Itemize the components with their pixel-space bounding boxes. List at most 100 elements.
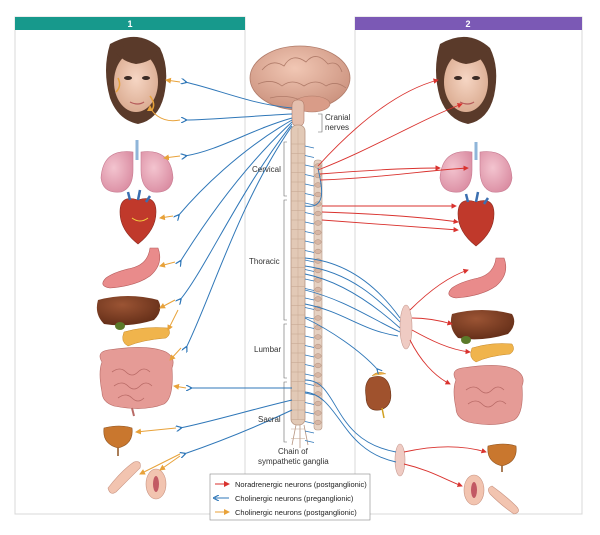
- legend-item-cholinergic-post: Cholinergic neurons (postganglionic): [215, 508, 357, 517]
- spinal-rootlet: [304, 145, 315, 149]
- legend-label-noradrenergic: Noradrenergic neurons (postganglionic): [235, 480, 367, 489]
- spinal-rootlet: [304, 250, 315, 253]
- spinal-rootlet: [304, 307, 315, 310]
- spinal-rootlet: [304, 421, 315, 424]
- sympathetic-ganglion: [314, 419, 322, 426]
- spinal-rootlet: [304, 392, 315, 396]
- sympathetic-ganglion: [314, 381, 322, 388]
- sympathetic-ganglion: [314, 191, 322, 198]
- panel-left-number: 1: [127, 19, 132, 29]
- sympathetic-postganglionic-nerves: [317, 78, 487, 487]
- sympathetic-ganglion: [314, 210, 322, 217]
- spinal-rootlet: [304, 212, 315, 215]
- spinal-rootlet: [304, 269, 315, 272]
- spinal-rootlet: [304, 354, 315, 358]
- spinal-rootlet: [304, 440, 315, 443]
- spinal-rootlet: [304, 364, 315, 367]
- sympathetic-ganglion: [314, 353, 322, 359]
- legend-item-noradrenergic: Noradrenergic neurons (postganglionic): [215, 480, 367, 489]
- label-cranial-nerves-1: Cranial: [325, 113, 351, 122]
- spinal-rootlet: [304, 297, 315, 301]
- panel-right-header: [355, 17, 582, 30]
- spinal-rootlet: [304, 335, 315, 339]
- spinal-rootlet: [304, 193, 315, 196]
- brain-illustration: [249, 45, 351, 127]
- spinal-rootlet: [304, 326, 315, 329]
- spinal-rootlet: [304, 383, 315, 386]
- sympathetic-ganglion: [314, 372, 322, 378]
- collateral-ganglia: [394, 304, 413, 477]
- legend-label-cholinergic-post: Cholinergic neurons (postganglionic): [235, 508, 357, 517]
- segment-brackets: [283, 113, 323, 443]
- face-left: [106, 36, 167, 125]
- sympathetic-ganglion: [314, 286, 322, 293]
- sympathetic-ganglion: [314, 400, 322, 407]
- face-right: [436, 36, 497, 125]
- spinal-rootlet: [304, 259, 315, 263]
- lungs-left: [100, 140, 174, 193]
- spinal-rootlet: [304, 231, 315, 234]
- intestines-left: [99, 347, 174, 417]
- sympathetic-ganglion: [314, 296, 322, 302]
- panel-left-header: [15, 17, 245, 30]
- label-cranial-nerves-2: nerves: [325, 123, 349, 132]
- spinal-segment-marks: [291, 143, 315, 443]
- spinal-rootlet: [304, 288, 315, 291]
- pancreas-right: [470, 343, 514, 363]
- sympathetic-ganglion: [314, 362, 322, 369]
- label-chain-1: Chain of: [278, 447, 309, 456]
- label-sacral: Sacral: [258, 415, 281, 424]
- heart-left: [119, 189, 157, 245]
- sympathetic-ganglion: [314, 334, 322, 340]
- sympathetic-ganglion: [314, 315, 322, 321]
- spinal-rootlet: [304, 174, 315, 177]
- spinal-rootlet: [304, 345, 315, 348]
- spinal-rootlet: [304, 402, 315, 405]
- legend-item-cholinergic-pre: Cholinergic neurons (preganglionic): [215, 494, 354, 503]
- spinal-rootlet: [304, 278, 315, 282]
- stomach-right: [448, 257, 507, 299]
- liver-left: [96, 296, 161, 330]
- panel-right: 2: [354, 16, 583, 515]
- legend: Noradrenergic neurons (postganglionic) C…: [209, 473, 371, 521]
- stomach-left: [102, 247, 161, 289]
- spinal-rootlet: [304, 373, 315, 377]
- sympathetic-ganglion: [314, 343, 322, 350]
- bladder-left: [103, 425, 133, 456]
- liver-right: [450, 310, 515, 344]
- spinal-cord: [290, 124, 309, 448]
- spinal-rootlet: [304, 155, 315, 158]
- spinal-rootlet: [304, 430, 315, 434]
- bladder-right: [487, 443, 517, 472]
- sympathetic-preganglionic-nerves: [304, 167, 401, 463]
- panel-right-number: 2: [465, 19, 470, 29]
- sympathetic-ganglion: [314, 229, 322, 236]
- spinal-rootlet: [304, 240, 315, 244]
- lungs-right: [439, 142, 513, 193]
- spinal-rootlet: [304, 183, 315, 187]
- kidney-adrenal: [365, 372, 392, 419]
- label-lumbar: Lumbar: [254, 345, 281, 354]
- spinal-rootlet: [304, 202, 315, 206]
- parasympathetic-preganglionic-nerves: [178, 82, 293, 454]
- label-chain-2: sympathetic ganglia: [258, 457, 329, 466]
- intestines-right: [453, 365, 524, 425]
- sympathetic-chain: [313, 159, 323, 431]
- sympathetic-ganglion: [314, 220, 322, 226]
- spinal-rootlet: [304, 316, 315, 320]
- legend-label-cholinergic-pre: Cholinergic neurons (preganglionic): [235, 494, 354, 503]
- sympathetic-ganglion: [314, 248, 322, 255]
- pancreas-left: [122, 327, 170, 347]
- sympathetic-ganglion: [314, 239, 322, 245]
- sympathetic-ganglion: [314, 410, 322, 416]
- heart-right: [457, 191, 495, 247]
- spinal-rootlet: [304, 411, 315, 415]
- sympathetic-ganglion: [314, 182, 322, 188]
- parasympathetic-postganglionic-nerves: [135, 77, 187, 475]
- genitals-right: [463, 474, 519, 515]
- spinal-rootlet: [304, 164, 315, 168]
- label-thoracic: Thoracic: [249, 257, 280, 266]
- sympathetic-ganglion: [314, 201, 322, 207]
